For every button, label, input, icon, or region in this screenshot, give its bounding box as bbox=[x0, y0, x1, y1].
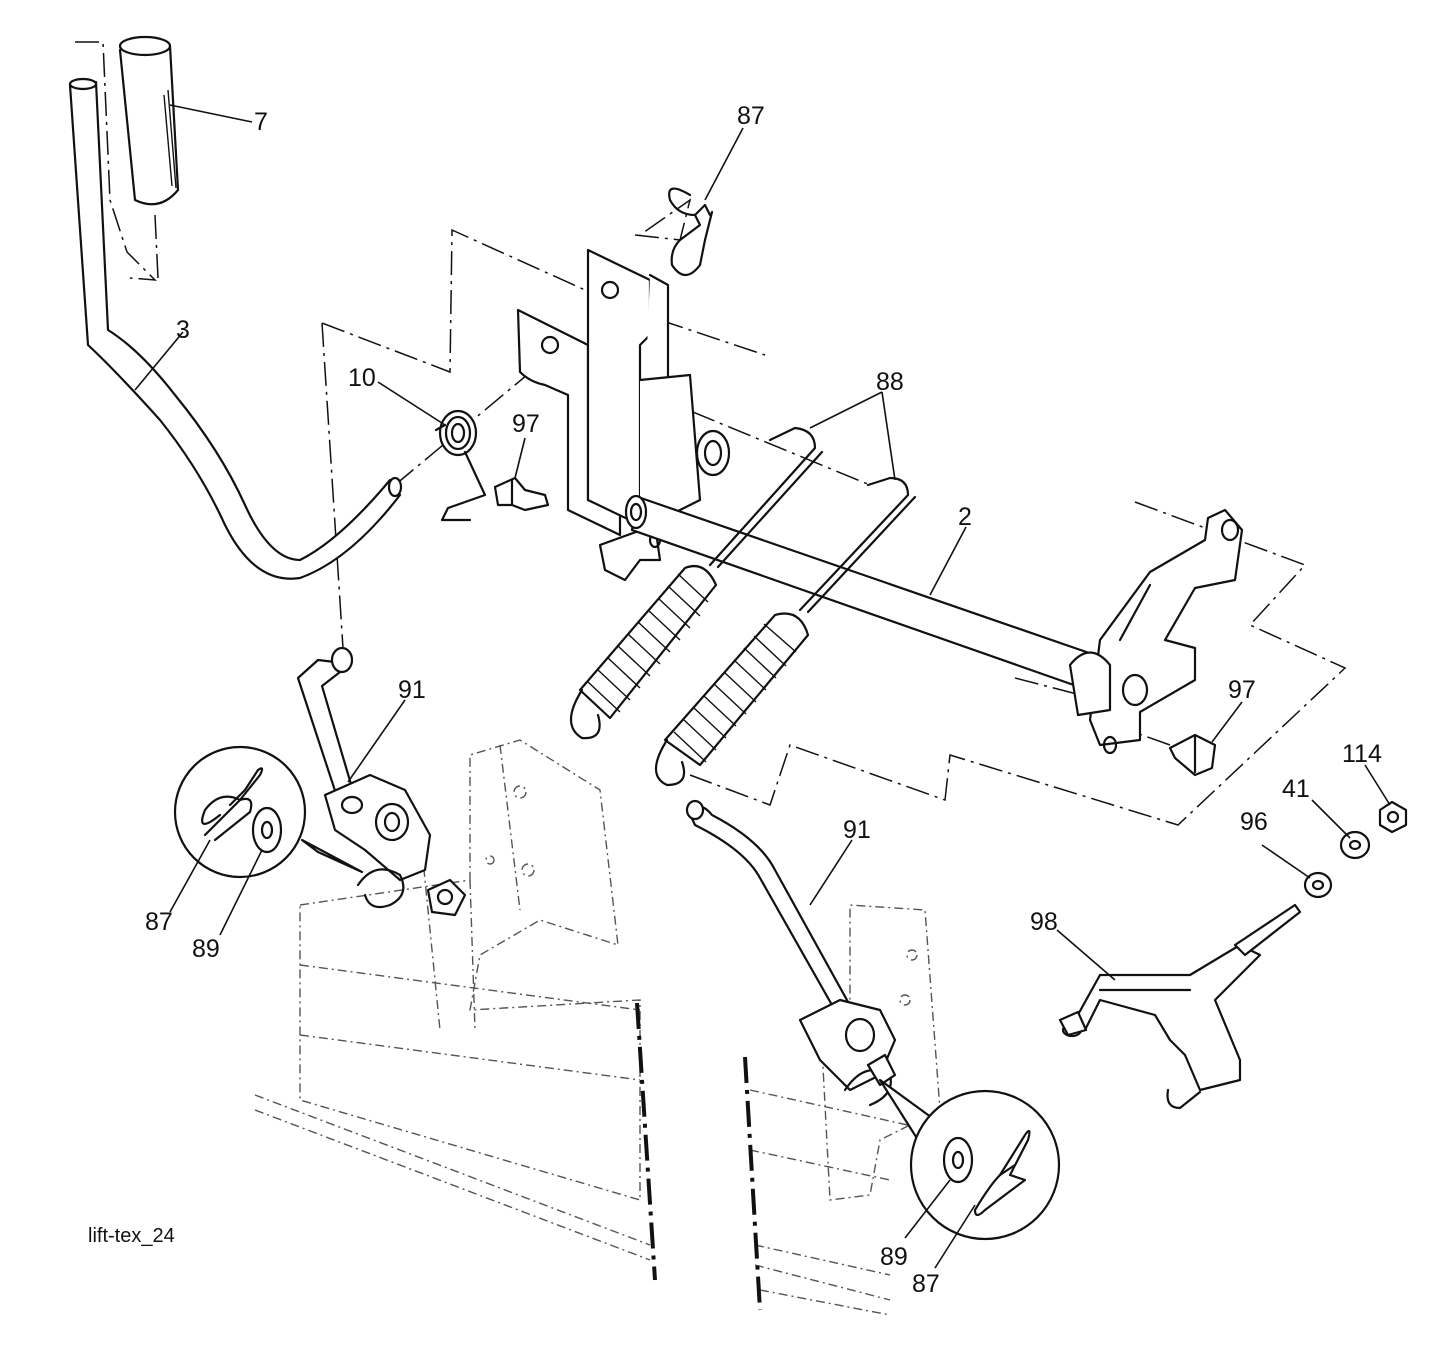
spring-hook-rods-part-88 bbox=[708, 426, 917, 614]
nut-part-114 bbox=[1378, 800, 1408, 834]
hairpin-clip-part-87-top bbox=[668, 187, 714, 277]
extension-spring-right bbox=[654, 612, 810, 787]
callout-91: 91 bbox=[843, 816, 871, 844]
callouts: 7 87 3 10 97 88 2 91 97 114 41 96 91 98 … bbox=[88, 102, 1382, 1298]
frame-edge-lines bbox=[635, 1002, 762, 1311]
callout-87: 87 bbox=[737, 102, 765, 130]
lift-handle-part-3 bbox=[68, 77, 403, 580]
callout-91: 91 bbox=[398, 676, 426, 704]
callout-89: 89 bbox=[880, 1243, 908, 1271]
bolt-part-97-right bbox=[1168, 733, 1217, 777]
pivot-bracket bbox=[516, 248, 731, 582]
callout-97: 97 bbox=[512, 410, 540, 438]
detail-inset-right bbox=[878, 1078, 1061, 1241]
callout-41: 41 bbox=[1282, 775, 1310, 803]
bracket-part-98 bbox=[1058, 903, 1302, 1110]
handle-grip-part-7 bbox=[118, 35, 180, 206]
leader-lines bbox=[134, 104, 1391, 1269]
callout-2: 2 bbox=[958, 503, 972, 531]
lift-arm-right bbox=[1068, 508, 1244, 755]
callout-88: 88 bbox=[876, 368, 904, 396]
torsion-spring-part-10 bbox=[434, 409, 487, 522]
callout-89: 89 bbox=[192, 935, 220, 963]
washer-part-96 bbox=[1303, 871, 1333, 899]
callout-96: 96 bbox=[1240, 808, 1268, 836]
figure-id-label: lift-tex_24 bbox=[88, 1225, 175, 1247]
bolt-part-97-left bbox=[493, 476, 550, 512]
callout-97: 97 bbox=[1228, 676, 1256, 704]
extension-spring-left bbox=[569, 564, 718, 740]
lock-nut-part-41 bbox=[1339, 830, 1371, 860]
lift-link-part-91-right bbox=[685, 799, 897, 1107]
callout-3: 3 bbox=[176, 316, 190, 344]
callout-114: 114 bbox=[1342, 740, 1382, 768]
callout-87: 87 bbox=[912, 1270, 940, 1298]
callout-87: 87 bbox=[145, 908, 173, 936]
lift-link-part-91-left bbox=[296, 646, 467, 917]
callout-7: 7 bbox=[254, 108, 268, 136]
callout-10: 10 bbox=[348, 364, 376, 392]
callout-98: 98 bbox=[1030, 908, 1058, 936]
